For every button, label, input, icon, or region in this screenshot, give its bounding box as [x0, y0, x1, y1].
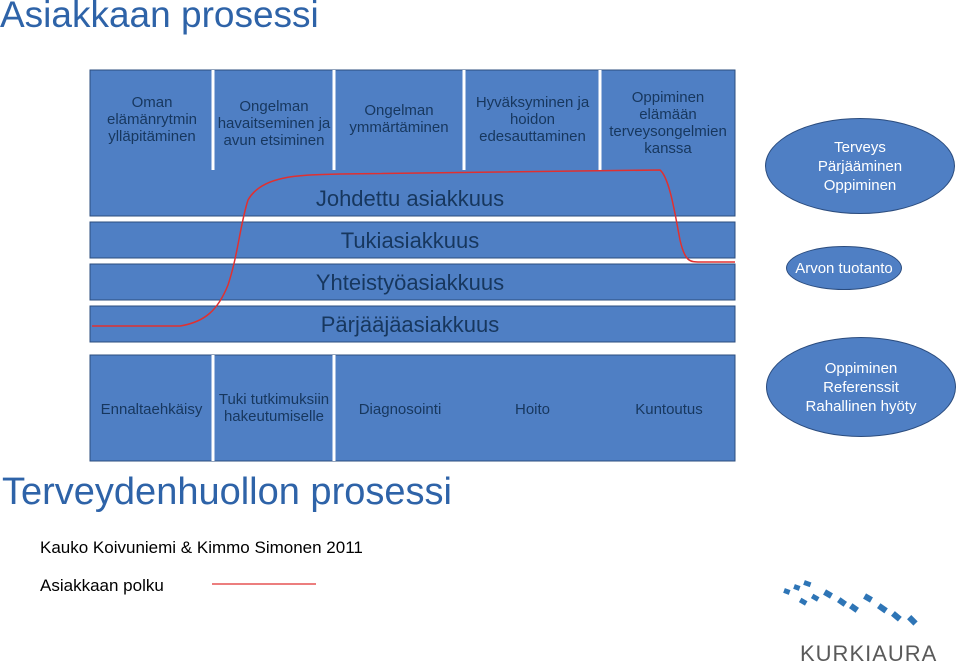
care-column-hoito: Hoito [514, 400, 551, 418]
title-customer-process: Asiakkaan prosessi [0, 0, 319, 35]
customer-path-line [92, 169, 735, 327]
care-column-ennaltaehkaisy: Ennaltaehkäisy [100, 400, 203, 418]
kurkiaura-logo-text: KURKIAURA [800, 641, 938, 666]
customer-process-box [89, 69, 736, 217]
band-label-tuki: Tukiasiakkuus [340, 228, 480, 253]
care-process-box [89, 354, 736, 462]
band-label-yhteistyo: Yhteistyöasiakkuus [315, 270, 505, 295]
band-parjaajaasiakkuus [89, 305, 736, 343]
care-column-diagnosointi: Diagnosointi [358, 400, 442, 418]
band-yhteistyoasiakkuus [89, 263, 736, 301]
customer-column-3: Ongelman ymmärtäminen [349, 102, 449, 136]
band-label-johdettu: Johdettu asiakkuus [315, 186, 505, 211]
kurkiaura-logo-mark [783, 580, 918, 626]
authors-text: Kauko Koivuniemi & Kimmo Simonen 2011 [40, 538, 363, 557]
ellipse-arvon-tuotanto: Arvon tuotanto [786, 246, 902, 290]
care-column-kuntoutus: Kuntoutus [635, 400, 703, 418]
title-care-process: Terveydenhuollon prosessi [2, 471, 452, 513]
customer-column-1: Oman elämänrytmin ylläpitäminen [106, 93, 198, 145]
customer-column-4: Hyväksyminen ja hoidon edesauttaminen [475, 93, 590, 145]
legend-label: Asiakkaan polku [40, 576, 164, 595]
legend-line [212, 583, 316, 585]
care-column-tuki: Tuki tutkimuksiin hakeutumiselle [218, 391, 330, 425]
customer-column-2: Ongelman havaitseminen ja avun etsiminen [217, 97, 331, 149]
customer-column-5: Oppiminen elämään terveysongelmien kanss… [609, 89, 727, 157]
ellipse-terveys: Terveys Pärjääminen Oppiminen [765, 118, 955, 214]
ellipse-oppiminen: Oppiminen Referenssit Rahallinen hyöty [766, 337, 956, 437]
band-tukiasiakkuus [89, 221, 736, 259]
band-label-parjaaja: Pärjääjäasiakkuus [320, 312, 500, 337]
